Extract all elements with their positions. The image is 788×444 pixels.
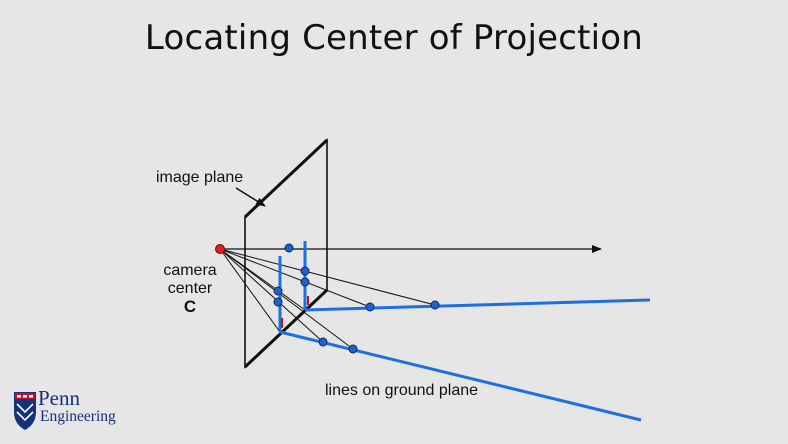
projected-point bbox=[273, 286, 283, 296]
projected-point bbox=[273, 297, 283, 307]
ground-lines-label: lines on ground plane bbox=[325, 382, 479, 399]
camera-label-line2: center bbox=[167, 280, 213, 297]
university-shield-icon bbox=[14, 392, 36, 430]
logo-name: Penn bbox=[38, 386, 80, 410]
ray-line bbox=[219, 248, 306, 311]
ground-line-upper bbox=[304, 298, 651, 312]
image-plane-pointer-arrow bbox=[235, 187, 266, 207]
ray-line bbox=[219, 248, 371, 308]
image-plane-bottom-edge bbox=[243, 288, 329, 369]
page-title: Locating Center of Projection bbox=[144, 18, 644, 58]
ray-line bbox=[219, 248, 324, 343]
ray-line bbox=[219, 248, 436, 306]
ground-point bbox=[430, 300, 440, 310]
camera-label-line1: camera bbox=[163, 262, 217, 279]
camera-center-label: camera center C bbox=[156, 262, 224, 316]
image-plane-top-edge bbox=[243, 138, 329, 219]
image-plane-label: image plane bbox=[156, 169, 244, 186]
ground-point bbox=[365, 302, 375, 312]
camera-label-letter: C bbox=[183, 297, 197, 316]
ground-point bbox=[318, 337, 328, 347]
projected-point bbox=[284, 243, 294, 253]
projected-point bbox=[300, 277, 310, 287]
ray-line bbox=[219, 248, 354, 350]
logo-subtitle: Engineering bbox=[40, 408, 116, 425]
ground-point bbox=[348, 344, 358, 354]
projected-point bbox=[300, 266, 310, 276]
ground-line-lower bbox=[279, 330, 642, 422]
camera-center-point bbox=[215, 244, 225, 254]
ray-line bbox=[219, 248, 281, 333]
